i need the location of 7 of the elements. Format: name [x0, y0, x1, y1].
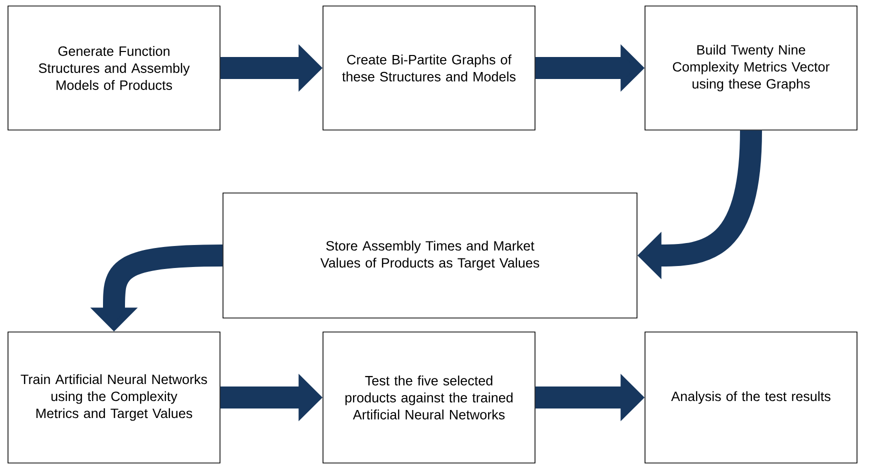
- process-box: Build Twenty Nine Complexity Metrics Vector using these Graphs: [644, 6, 858, 130]
- process-box: Test the five selected products against the trained Artificial Neural Networks: [322, 332, 536, 464]
- process-box: Create Bi-Partite Graphs of these Structures and Models: [322, 6, 536, 130]
- process-box: Generate Function Structures and Assembly Models of Products: [8, 6, 220, 130]
- process-box: Train Artificial Neural Networks using the Complexity Metrics and Target Values: [8, 332, 220, 464]
- process-box: Store Assembly Times and Market Values of Products as Target Values: [222, 192, 638, 318]
- process-box: Analysis of the test results: [644, 332, 858, 464]
